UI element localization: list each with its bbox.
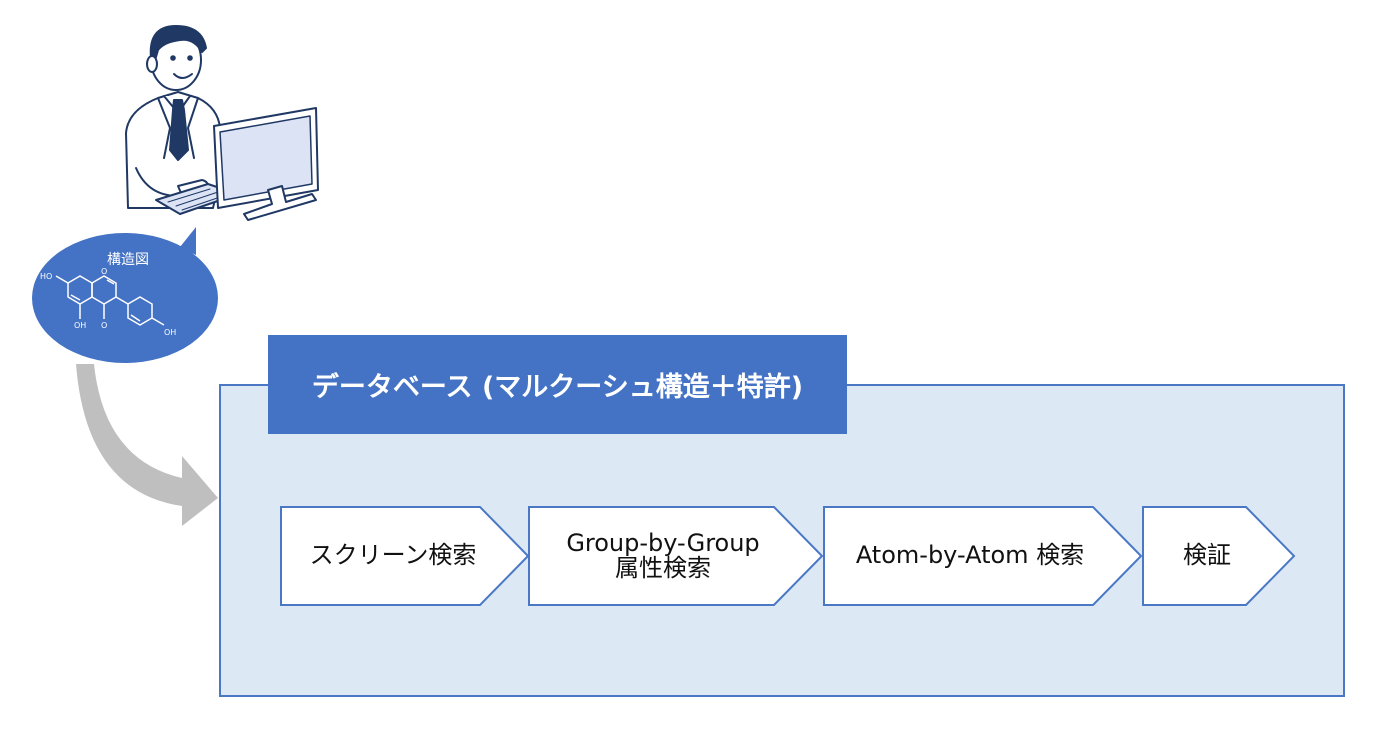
monitor-stand (243, 185, 317, 221)
molecule-label-o-ring: O (101, 267, 107, 276)
step-group-by-group-line2: 属性検索 (615, 554, 711, 582)
molecule-label-o-carbonyl: O (101, 321, 107, 330)
step-verification (1142, 506, 1296, 606)
molecule-label-oh-bottom: OH (74, 321, 86, 330)
database-title: データベース (マルクーシュ構造＋特許) (268, 335, 847, 434)
tie (169, 99, 189, 161)
curved-arrow (76, 364, 218, 526)
step-atom-by-atom (823, 506, 1143, 606)
step-verification-label: 検証 (1183, 541, 1231, 570)
step-screen-search (280, 506, 530, 606)
step-screen-search-label: スクリーン検索 (309, 541, 477, 570)
molecule-label-ho: HO (40, 272, 52, 281)
bubble-label: 構造図 (107, 252, 149, 268)
hair (149, 25, 207, 65)
step-atom-by-atom-label: Atom-by-Atom 検索 (855, 541, 1085, 570)
step-group-by-group-line1: Group-by-Group (566, 528, 760, 557)
step-group-by-group-label: Group-by-Group 属性検索 (530, 506, 796, 606)
molecule-structure (55, 275, 165, 326)
molecule-label-oh-right: OH (164, 328, 176, 337)
monitor-screen (219, 115, 313, 201)
person-at-computer-illustration (125, 25, 319, 221)
step-group-by-group (528, 506, 824, 606)
speech-bubble: HO O O OH OH (32, 227, 218, 363)
